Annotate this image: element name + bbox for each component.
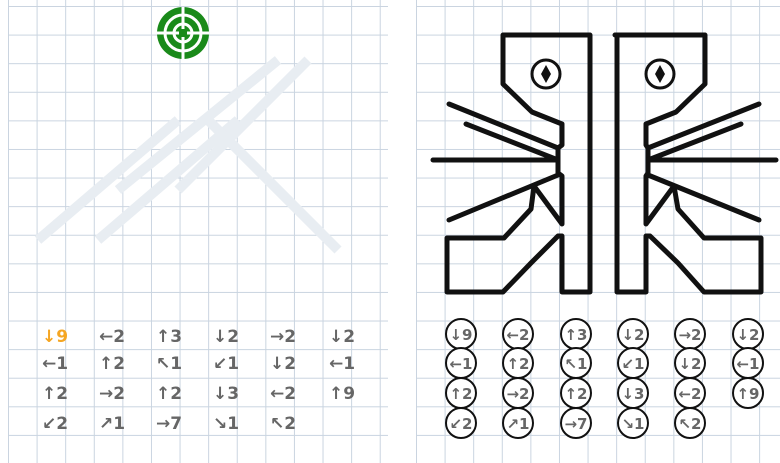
circled-step-2-5: ↓2 — [675, 348, 705, 378]
circled-step-label: ↙2 — [449, 415, 472, 433]
circled-step-2-1: ←1 — [446, 348, 476, 378]
instruction-step-2-5: ↓2 — [270, 354, 296, 374]
circled-step-2-2: ↑2 — [503, 348, 533, 378]
circled-step-label: →2 — [506, 385, 529, 403]
instruction-step-1-1: ↓9 — [42, 327, 68, 347]
figure-left-half — [447, 35, 590, 292]
eye-left-icon — [532, 60, 560, 88]
circled-step-label: ↓2 — [736, 326, 759, 344]
instruction-step-3-2: →2 — [99, 384, 125, 404]
instruction-step-4-4: ↘1 — [213, 414, 239, 434]
instruction-step-4-5: ↖2 — [270, 414, 296, 434]
circled-step-label: ↑2 — [564, 385, 587, 403]
circled-step-label: ←1 — [449, 355, 472, 373]
circled-step-4-3: →7 — [561, 408, 591, 438]
drawn-figure — [433, 35, 776, 292]
circled-step-label: ↑9 — [736, 385, 759, 403]
circled-step-3-4: ↓3 — [618, 378, 648, 408]
circled-step-1-3: ↑3 — [561, 319, 591, 349]
circled-step-label: ↗1 — [506, 415, 529, 433]
drawing-panel: ↓9 ←2 ↑3 ↓2 →2 ↓2 ←1 ↑2 ↖1 ↙1 ↓2 ←1 ↑2 →2 ↑2 ↓3 ←2 ↑9 ↙2 ↗1… — [416, 0, 780, 463]
circled-step-label: ↑3 — [564, 326, 587, 344]
instruction-step-3-3: ↑2 — [156, 384, 182, 404]
circled-step-label: ↓3 — [621, 385, 644, 403]
figure-right-half — [615, 35, 761, 292]
instruction-step-1-6: ↓2 — [329, 327, 355, 347]
instruction-step-4-1: ↙2 — [42, 414, 68, 434]
drawing-canvas: ↓9 ←2 ↑3 ↓2 →2 ↓2 ←1 ↑2 ↖1 ↙1 ↓2 ←1 ↑2 →2 ↑2 ↓3 ←2 ↑9 ↙2 ↗1… — [416, 0, 780, 463]
circled-step-label: ↙1 — [621, 355, 644, 373]
circled-step-1-6: ↓2 — [733, 319, 763, 349]
circled-step-label: ↓9 — [449, 326, 472, 344]
circled-step-2-4: ↙1 — [618, 348, 648, 378]
circled-step-label: ↑2 — [506, 355, 529, 373]
watermark-lines — [38, 60, 338, 250]
instruction-step-1-2: ←2 — [99, 327, 125, 347]
instruction-step-4-3: →7 — [156, 414, 182, 434]
crosshair-target-icon[interactable] — [157, 7, 209, 59]
instruction-step-1-5: →2 — [270, 327, 296, 347]
instruction-step-2-1: ←1 — [42, 354, 68, 374]
circled-step-label: →2 — [678, 326, 701, 344]
circled-step-label: ↖2 — [678, 415, 701, 433]
circled-step-3-5: ←2 — [675, 378, 705, 408]
instruction-step-4-2: ↗1 — [99, 414, 125, 434]
circled-step-2-6: ←1 — [733, 348, 763, 378]
instruction-step-3-6: ↑9 — [329, 384, 355, 404]
circled-step-label: ←2 — [506, 326, 529, 344]
instruction-step-2-2: ↑2 — [99, 354, 125, 374]
instruction-step-3-5: ←2 — [270, 384, 296, 404]
circled-step-4-2: ↗1 — [503, 408, 533, 438]
circled-step-1-5: →2 — [675, 319, 705, 349]
instruction-panel: ↓9 ←2 ↑3 ↓2 →2 ↓2 ←1 ↑2 ↖1 ↙1 ↓2 ←1 ↑2 →2 ↑2 ↓3 ←2 ↑9 ↙2 ↗1… — [8, 0, 388, 463]
circled-step-3-2: →2 — [503, 378, 533, 408]
circled-step-4-4: ↘1 — [618, 408, 648, 438]
circled-step-label: ↖1 — [564, 355, 587, 373]
circled-step-label: ↑2 — [449, 385, 472, 403]
circled-instruction-list: ↓9 ←2 ↑3 ↓2 →2 ↓2 ←1 ↑2 ↖1 ↙1 ↓2 ←1 ↑2 →2 ↑2 ↓3 ←2 ↑9 ↙2 ↗1… — [446, 319, 763, 438]
circled-step-3-1: ↑2 — [446, 378, 476, 408]
circled-step-label: ←2 — [678, 385, 701, 403]
circled-step-2-3: ↖1 — [561, 348, 591, 378]
circled-step-1-4: ↓2 — [618, 319, 648, 349]
circled-step-label: ↘1 — [621, 415, 644, 433]
instruction-step-2-6: ←1 — [329, 354, 355, 374]
circled-step-label: ↓2 — [678, 355, 701, 373]
circled-step-label: ←1 — [736, 355, 759, 373]
circled-step-3-6: ↑9 — [733, 378, 763, 408]
circled-step-1-1: ↓9 — [446, 319, 476, 349]
instruction-step-3-4: ↓3 — [213, 384, 239, 404]
instruction-canvas: ↓9 ←2 ↑3 ↓2 →2 ↓2 ←1 ↑2 ↖1 ↙1 ↓2 ←1 ↑2 →2 ↑2 ↓3 ←2 ↑9 ↙2 ↗1… — [8, 0, 388, 463]
instruction-step-2-3: ↖1 — [156, 354, 182, 374]
circled-step-1-2: ←2 — [503, 319, 533, 349]
instruction-step-3-1: ↑2 — [42, 384, 68, 404]
circled-step-label: →7 — [564, 415, 587, 433]
instruction-step-1-4: ↓2 — [213, 327, 239, 347]
circled-step-3-3: ↑2 — [561, 378, 591, 408]
eye-right-icon — [646, 60, 674, 88]
circled-step-label: ↓2 — [621, 326, 644, 344]
circled-step-4-1: ↙2 — [446, 408, 476, 438]
instruction-step-1-3: ↑3 — [156, 327, 182, 347]
circled-step-4-5: ↖2 — [675, 408, 705, 438]
instruction-list: ↓9 ←2 ↑3 ↓2 →2 ↓2 ←1 ↑2 ↖1 ↙1 ↓2 ←1 ↑2 →2 ↑2 ↓3 ←2 ↑9 ↙2 ↗1… — [42, 327, 355, 434]
instruction-step-2-4: ↙1 — [213, 354, 239, 374]
